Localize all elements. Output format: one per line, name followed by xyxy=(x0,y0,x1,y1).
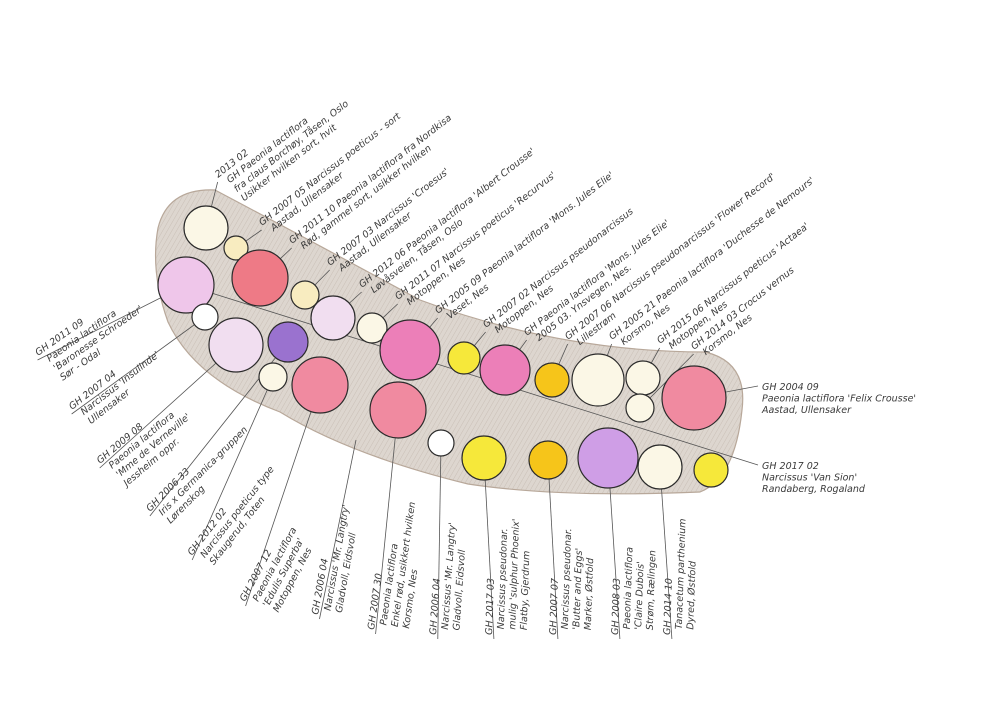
label-line: Narcissus pseudonar. xyxy=(560,528,575,629)
leader-line xyxy=(547,459,559,640)
label-line: Tanacetum parthenium xyxy=(674,518,689,629)
plant-label: GH 2006 04Narcissus 'Mr. Langtry'Gladvol… xyxy=(310,502,363,620)
plant-label: GH 2017 03Narcissus pseudonar.mulig 'sul… xyxy=(484,518,534,637)
plant-circle xyxy=(625,360,661,396)
plant-circle xyxy=(571,353,625,407)
plant-circle xyxy=(534,362,570,398)
plant-circle xyxy=(356,312,388,344)
label-line: GH 2006 04 xyxy=(428,578,443,635)
plant-circle xyxy=(258,362,288,392)
label-line: GH 2008 03 xyxy=(610,578,623,635)
label-line: Narcissus 'Van Sion' xyxy=(762,473,857,484)
leader-line xyxy=(185,284,759,466)
leader-line xyxy=(437,442,442,640)
plant-circle xyxy=(528,440,568,480)
plant-circle xyxy=(310,295,356,341)
plant-circle xyxy=(231,249,289,307)
label-line: Paeonia lactiflora 'Felix Crousse' xyxy=(762,394,916,405)
plant-label: GH 2007 12Paeonia lactiflora'Edulis Supe… xyxy=(238,520,320,620)
leader-line xyxy=(245,384,321,607)
leader-line xyxy=(99,344,237,469)
plant-label: GH 2007 30Paeonia lactifloraEnkel rød, u… xyxy=(366,498,429,635)
leader-line xyxy=(659,466,673,640)
plant-circle xyxy=(369,381,427,439)
plant-circle xyxy=(208,317,264,373)
label-line: Marker, Østfold xyxy=(583,557,597,631)
label-line: Narcissus pseudonar. xyxy=(496,528,511,629)
plant-circle xyxy=(379,319,441,381)
plant-label: GH 2014 10Tanacetum partheniumDyred, Øst… xyxy=(662,518,700,636)
leader-line xyxy=(483,457,495,640)
plant-circle xyxy=(267,321,309,363)
label-line: GH 2007 07 xyxy=(548,578,561,635)
label-line: GH 2014 10 xyxy=(662,578,675,635)
label-line: GH 2004 09 xyxy=(762,382,819,393)
label-line: Randaberg, Rogaland xyxy=(762,484,866,495)
label-line: Strøm, Rælingen xyxy=(645,550,659,630)
plant-circle xyxy=(693,452,729,488)
label-line: GH 2017 02 xyxy=(762,461,819,472)
plant-label: GH 2006 04Narcissus 'Mr. Langtry'Gladvol… xyxy=(428,521,470,637)
label-line: Aastad, Ullensaker xyxy=(761,405,852,416)
plant-circle xyxy=(625,393,655,423)
plant-circle xyxy=(577,427,639,489)
plant-circle xyxy=(427,429,455,457)
plant-circle xyxy=(291,356,349,414)
plant-circle xyxy=(290,280,320,310)
plant-label: 2013 02GH Paeonia lactiflorafra claus Bo… xyxy=(213,80,358,207)
plant-label: GH 2008 03Paeonia lactiflora'Claire Dubo… xyxy=(610,546,659,636)
plant-circle xyxy=(223,235,249,261)
label-line: 'Butter and Eggs' xyxy=(571,548,585,630)
label-line: Paeonia lactiflora xyxy=(622,547,636,630)
leader-line xyxy=(71,316,206,415)
label-line: Dyred, Østfold xyxy=(685,560,698,630)
label-line: Narcissus poeticus type xyxy=(198,464,276,560)
plant-label: GH 2007 07Narcissus pseudonar.'Butter an… xyxy=(548,528,597,637)
label-line: 'Claire Dubois' xyxy=(633,561,646,630)
plant-circle xyxy=(661,365,727,431)
label-line: Flatby, Gjerdrum xyxy=(519,550,533,630)
plant-circle xyxy=(479,344,531,396)
plant-circle xyxy=(191,303,219,331)
label-line: mulig 'sulphur Phoenix' xyxy=(507,518,522,629)
plant-circle xyxy=(637,444,683,490)
plant-circle xyxy=(157,256,215,314)
label-line: GH 2017 03 xyxy=(484,578,497,635)
plant-circle xyxy=(447,341,481,375)
leader-line xyxy=(375,409,399,635)
flower-bed xyxy=(154,189,744,495)
leader-line xyxy=(191,376,274,561)
plant-circle xyxy=(461,435,507,481)
leader-line xyxy=(319,439,357,620)
plant-circle xyxy=(183,205,229,251)
